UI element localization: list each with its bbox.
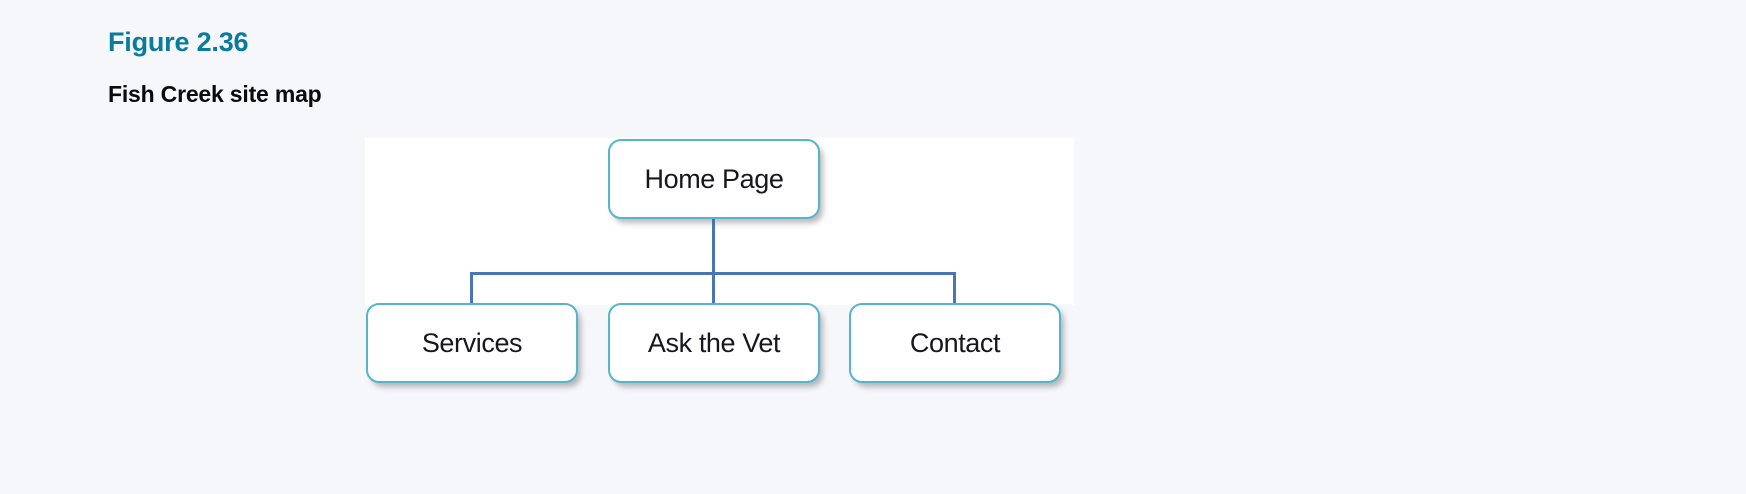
figure-title: Fish Creek site map xyxy=(108,81,322,107)
connector-to-services xyxy=(470,272,473,314)
node-ask-the-vet[interactable]: Ask the Vet xyxy=(608,303,820,383)
node-ask-the-vet-label: Ask the Vet xyxy=(647,327,781,358)
connector-to-contact xyxy=(953,272,956,314)
node-home-page[interactable]: Home Page xyxy=(608,139,820,219)
node-contact-label: Contact xyxy=(909,327,1001,358)
connector-root-trunk xyxy=(712,219,715,274)
node-services[interactable]: Services xyxy=(366,303,578,383)
node-home-page-label: Home Page xyxy=(644,163,784,194)
node-services-label: Services xyxy=(421,327,523,358)
node-contact[interactable]: Contact xyxy=(849,303,1061,383)
figure-number-label: Figure 2.36 xyxy=(108,27,249,57)
connector-to-ask-the-vet xyxy=(712,272,715,314)
